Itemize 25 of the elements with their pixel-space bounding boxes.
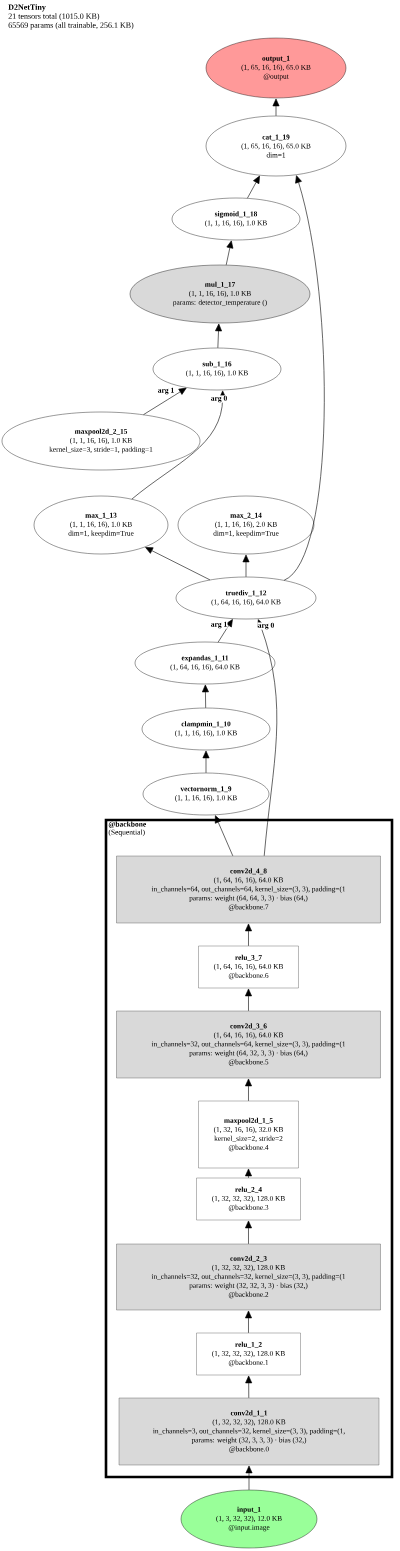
arrow bbox=[245, 1375, 253, 1399]
arrow bbox=[202, 750, 210, 774]
arrow bbox=[145, 547, 211, 581]
arrow bbox=[245, 1220, 252, 1245]
arrow bbox=[245, 1465, 253, 1491]
arrow bbox=[225, 240, 234, 266]
arrow bbox=[143, 387, 187, 415]
arrow bbox=[245, 923, 252, 947]
arrow bbox=[242, 554, 250, 578]
arrow bbox=[272, 98, 280, 117]
arrow bbox=[215, 323, 222, 349]
arrow bbox=[245, 1078, 252, 1102]
arrow bbox=[257, 619, 278, 857]
arrow bbox=[245, 988, 252, 1012]
arrow bbox=[245, 1310, 252, 1334]
title: D2NetTiny bbox=[8, 4, 46, 12]
arrow bbox=[247, 175, 260, 199]
arrow bbox=[131, 390, 227, 500]
summary-text: 65569 params (all trainable, 256.1 KB) bbox=[8, 22, 134, 30]
arrow bbox=[283, 175, 325, 581]
arrow bbox=[245, 1168, 252, 1179]
arrow bbox=[215, 815, 234, 857]
arrow bbox=[202, 684, 209, 709]
arrow bbox=[217, 619, 233, 643]
summary-text: 21 tensors total (1015.0 KB) bbox=[8, 13, 100, 21]
